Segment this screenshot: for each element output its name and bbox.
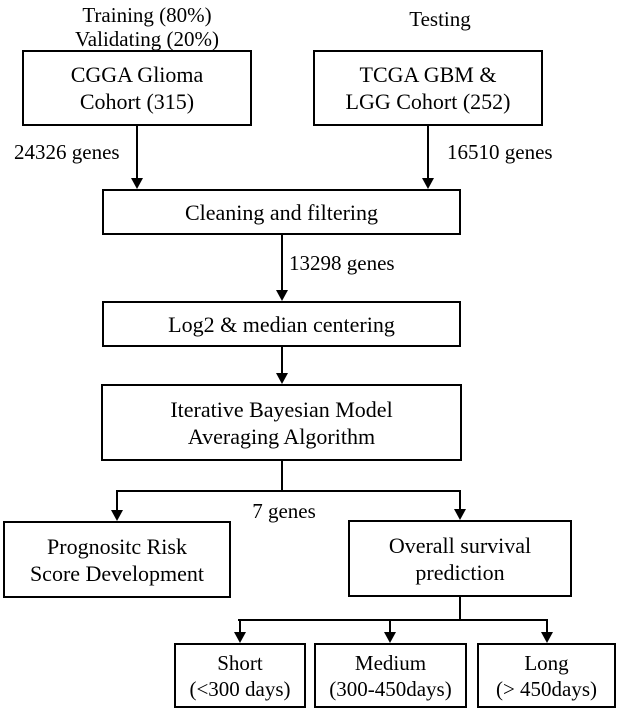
node-log2-median-centering: Log2 & median centering	[102, 301, 461, 347]
node-log2-line1: Log2 & median centering	[168, 311, 395, 337]
node-short-line2: (<300 days)	[189, 676, 291, 701]
edge-to-overall-line	[459, 490, 461, 509]
node-medium-survival: Medium (300-450days)	[314, 643, 467, 708]
node-ibma-algorithm: Iterative Bayesian Model Averaging Algor…	[101, 384, 462, 461]
node-cleaning-line1: Cleaning and filtering	[184, 199, 379, 225]
testing-label: Testing	[409, 7, 471, 31]
tcga-genes-label: 16510 genes	[447, 140, 553, 164]
branch-ibma-horizontal-line	[116, 490, 461, 492]
node-ibma-line1: Iterative Bayesian Model	[170, 396, 393, 422]
node-tcga-line2: LGG Cohort (252)	[345, 89, 511, 114]
arrowhead-icon	[384, 632, 396, 643]
cgga-genes-label: 24326 genes	[14, 140, 120, 164]
branch-ibma-stub-line	[281, 461, 283, 492]
filtered-genes-label: 13298 genes	[289, 251, 395, 275]
node-prognostic-risk-score: Prognositc Risk Score Development	[3, 521, 231, 598]
node-tcga-line1: TCGA GBM &	[359, 62, 497, 87]
branch-overall-stub-line	[459, 597, 461, 621]
edge-log2-to-ibma-line	[281, 347, 283, 374]
arrowhead-icon	[131, 178, 143, 189]
edge-to-long-line	[546, 619, 548, 633]
edge-cgga-to-cleaning-line	[136, 126, 138, 178]
node-tcga-cohort: TCGA GBM & LGG Cohort (252)	[313, 50, 543, 126]
node-prognostic-line1: Prognositc Risk	[47, 533, 187, 559]
branch-overall-horizontal-line	[238, 619, 548, 621]
edge-to-short-line	[239, 619, 241, 633]
arrowhead-icon	[276, 290, 288, 301]
node-overall-survival-prediction: Overall survival prediction	[348, 520, 572, 597]
arrowhead-icon	[276, 373, 288, 384]
training-label: Training (80%)	[82, 3, 212, 27]
arrowhead-icon	[454, 509, 466, 520]
node-long-line1: Long	[524, 650, 569, 675]
selected-genes-label: 7 genes	[252, 499, 316, 523]
node-long-survival: Long (> 450days)	[477, 643, 616, 708]
node-overall-line2: prediction	[415, 559, 505, 585]
node-short-line1: Short	[217, 650, 263, 675]
arrowhead-icon	[234, 632, 246, 643]
node-cgga-line2: Cohort (315)	[79, 89, 195, 114]
validating-label: Validating (20%)	[74, 27, 220, 51]
node-medium-line1: Medium	[354, 650, 427, 675]
edge-tcga-to-cleaning-line	[427, 126, 429, 178]
node-cgga-cohort: CGGA Glioma Cohort (315)	[22, 50, 252, 126]
training-validating-label: Training (80%) Validating (20%)	[27, 3, 267, 51]
node-short-survival: Short (<300 days)	[174, 643, 306, 708]
edge-cleaning-to-log2-line	[281, 235, 283, 291]
edge-to-medium-line	[389, 619, 391, 633]
node-prognostic-line2: Score Development	[29, 560, 205, 586]
edge-to-prognostic-line	[116, 490, 118, 510]
node-overall-line1: Overall survival	[388, 532, 532, 558]
node-medium-line2: (300-450days)	[329, 676, 452, 701]
node-cgga-line1: CGGA Glioma	[70, 62, 204, 87]
arrowhead-icon	[422, 178, 434, 189]
arrowhead-icon	[541, 632, 553, 643]
arrowhead-icon	[111, 510, 123, 521]
node-cleaning-filtering: Cleaning and filtering	[102, 189, 461, 235]
node-long-line2: (> 450days)	[495, 676, 598, 701]
node-ibma-line2: Averaging Algorithm	[187, 423, 376, 449]
